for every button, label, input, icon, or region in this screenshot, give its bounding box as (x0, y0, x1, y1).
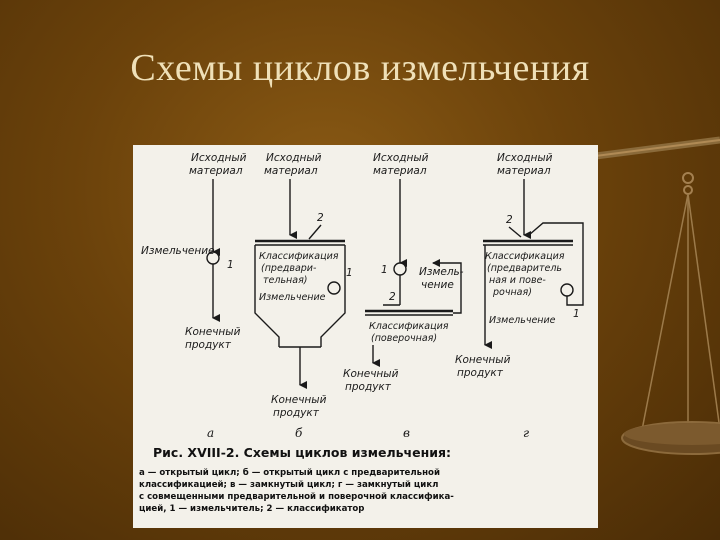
final-product-d-1: Конечный (455, 354, 511, 366)
grinding-label-b: Измельчение (259, 292, 326, 303)
class-pre-b-2: (предвари- (261, 263, 317, 274)
source-label-c-1: Исходный (373, 152, 429, 164)
figure-caption-line-4: цией, 1 — измельчитель; 2 — классификато… (139, 504, 364, 514)
num-1-a: 1 (227, 259, 234, 271)
panel-letter-d: г (523, 426, 529, 440)
final-product-d-2: продукт (457, 367, 504, 379)
source-label-c-2: материал (373, 165, 427, 177)
class-check-c-1: Классификация (369, 321, 449, 332)
num-2-c: 2 (389, 291, 396, 303)
source-label-d-2: материал (497, 165, 551, 177)
final-product-b-2: продукт (273, 407, 320, 419)
source-label-d-1: Исходный (497, 152, 553, 164)
final-product-b-1: Конечный (271, 394, 327, 406)
class-comb-d-2: (предваритель (487, 263, 562, 274)
grinding-split-c-2: чение (421, 279, 454, 291)
class-comb-d-3: ная и пове- (489, 275, 546, 286)
source-label-b-1: Исходный (266, 152, 322, 164)
figure-caption-line-3: с совмещенными предварительной и повероч… (139, 492, 454, 502)
class-pre-b-3: тельная) (263, 275, 308, 286)
final-product-c-2: продукт (345, 381, 392, 393)
panel-letter-b: б (295, 426, 303, 440)
num-1-b: 1 (346, 267, 353, 279)
balance-scale-decoration (580, 136, 720, 455)
num-2-d: 2 (506, 214, 513, 226)
grinding-split-c-1: Измель- (419, 266, 464, 278)
final-product-c-1: Конечный (343, 368, 399, 380)
grinding-label-a: Измельчение (141, 245, 215, 257)
panel-letter-c: в (403, 426, 410, 440)
source-label-b-2: материал (264, 165, 318, 177)
panel-letter-a: а (207, 426, 214, 440)
class-pre-b-1: Классификация (259, 251, 339, 262)
final-product-a-1: Конечный (185, 326, 241, 338)
scheme-a: Исходный материал Измельчение 1 Конечный… (141, 152, 247, 351)
num-1-d: 1 (573, 308, 580, 320)
grinder-d (560, 283, 574, 297)
classifier-b-body (254, 245, 346, 347)
class-check-c-2: (поверочная) (371, 333, 437, 344)
source-label-a-2: материал (189, 165, 243, 177)
class-comb-d-1: Классификация (485, 251, 565, 262)
slide-title: Схемы циклов измельчения (130, 47, 590, 89)
num-1-c: 1 (381, 264, 388, 276)
scheme-d: Исходный материал 2 Классификация (предв… (455, 152, 584, 379)
class-comb-d-4: рочная) (492, 287, 532, 298)
figure-caption-line-2: классификацией; в — замкнутый цикл; г — … (139, 480, 438, 490)
figure-caption-title: Рис. XVIII-2. Схемы циклов измельчения: (153, 445, 451, 460)
grinding-label-d: Измельчение (489, 315, 556, 326)
grinder-b (327, 281, 341, 295)
scheme-b: Исходный материал 2 Классификация (предв… (254, 152, 353, 419)
num-2-b: 2 (317, 212, 324, 224)
figure-caption-line-1: а — открытый цикл; б — открытый цикл с п… (139, 467, 440, 478)
grinder-c (393, 262, 407, 276)
grinding-cycles-figure: Исходный материал Измельчение 1 Конечный… (133, 145, 598, 528)
scheme-c: Исходный материал 1 Измель- чение 2 Клас… (343, 152, 464, 393)
source-label-a-1: Исходный (191, 152, 247, 164)
final-product-a-2: продукт (185, 339, 232, 351)
